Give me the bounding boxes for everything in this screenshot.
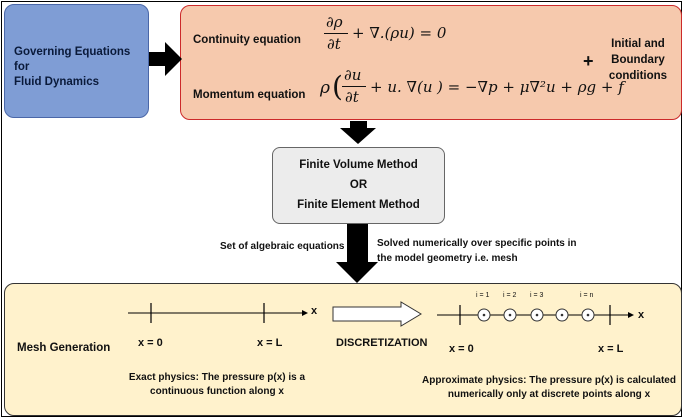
momentum-denominator: ∂t: [345, 88, 359, 106]
solved-note-line2: the model geometry i.e. mesh: [377, 253, 518, 264]
momentum-rho: ρ: [320, 78, 330, 98]
governing-line2: Fluid Dynamics: [14, 76, 99, 88]
continuity-denominator: ∂t: [327, 35, 341, 53]
momentum-fraction-bar: [342, 86, 366, 87]
left-x0-label: x = 0: [138, 337, 163, 349]
approx-line2: numerically only at discrete points alon…: [447, 389, 651, 400]
momentum-rhs: ) = −∇p + μ∇²u + ρg + f: [437, 78, 624, 96]
point-label-1: i = 1: [476, 292, 490, 299]
mesh-box: [4, 283, 682, 416]
mesh-title: Mesh Generation: [17, 342, 111, 354]
right-xL-label: x = L: [598, 343, 624, 355]
plus-sign: +: [583, 51, 594, 71]
exact-physics-note: Exact physics: The pressure p(x) is a co…: [122, 371, 312, 399]
discrete-axis-arrowhead: [628, 312, 634, 318]
exact-line2: continuous function along x: [150, 386, 284, 397]
conditions-text: Initial and Boundary conditions: [600, 36, 676, 84]
exact-line1: Exact physics: The pressure p(x) is a: [128, 372, 306, 383]
left-xL-label: x = L: [257, 337, 283, 349]
point-label-2: i = 2: [503, 292, 517, 299]
discretization-arrow: [332, 301, 422, 327]
method-line3: Finite Element Method: [297, 199, 420, 211]
momentum-advection: + u. ∇(u: [370, 78, 433, 96]
arrow-method-to-mesh: [336, 224, 378, 283]
continuous-axis-arrowhead: [302, 310, 308, 316]
momentum-open-paren: (: [332, 70, 343, 103]
momentum-label: Momentum equation: [193, 89, 306, 101]
axis-label-left: x: [311, 305, 318, 317]
conditions-line2: Boundary: [611, 54, 665, 66]
solved-note: Solved numerically over specific points …: [377, 236, 577, 266]
continuity-numerator: ∂ρ: [326, 13, 343, 31]
approx-line1: Approximate physics: The pressure p(x) i…: [422, 375, 676, 386]
governing-line1: Governing Equations for: [14, 46, 131, 73]
method-line1: Finite Volume Method: [299, 159, 418, 171]
mesh-node-centers: [482, 313, 590, 317]
right-x0-label: x = 0: [449, 343, 474, 355]
axis-label-right: x: [638, 309, 645, 321]
point-label-n: i = n: [580, 292, 594, 299]
continuity-fraction-bar: [324, 33, 348, 34]
approx-physics-note: Approximate physics: The pressure p(x) i…: [420, 374, 678, 402]
conditions-line1: Initial and: [611, 38, 665, 50]
method-box: Finite Volume Method OR Finite Element M…: [272, 147, 445, 224]
continuity-rhs: + ∇.(ρu) = 0: [352, 24, 447, 42]
algebraic-note: Set of algebraic equations: [220, 241, 345, 252]
governing-equations-box: Governing Equations for Fluid Dynamics: [4, 4, 149, 118]
continuity-label: Continuity equation: [193, 34, 301, 46]
arrow-equations-to-method: [340, 121, 376, 144]
discretization-label: DISCRETIZATION: [336, 337, 428, 349]
arrow-governing-to-equations: [149, 42, 182, 76]
equations-box: [180, 5, 682, 120]
momentum-numerator: ∂u: [344, 66, 362, 84]
solved-note-line1: Solved numerically over specific points …: [377, 238, 577, 249]
conditions-line3: conditions: [608, 70, 668, 82]
method-line2: OR: [349, 179, 368, 191]
point-label-3: i = 3: [530, 292, 544, 299]
governing-equations-text: Governing Equations for Fluid Dynamics: [14, 45, 144, 90]
